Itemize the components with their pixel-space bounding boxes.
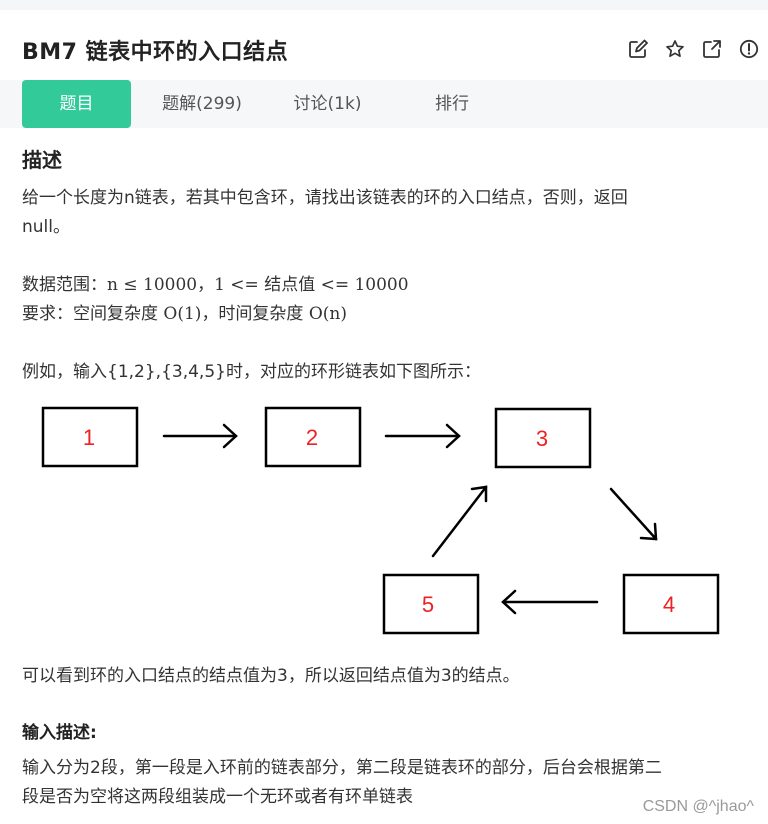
arrow-5-to-3 (431, 485, 488, 558)
description-heading: 描述 (22, 148, 62, 172)
toolbar-icons (612, 38, 760, 60)
problem-title: BM7 链表中环的入口结点 (22, 40, 289, 65)
node-2: 2 (264, 406, 362, 468)
arrow-4-to-5 (501, 589, 599, 615)
star-icon[interactable] (664, 38, 686, 60)
edit-icon[interactable] (627, 38, 649, 60)
node-5: 5 (382, 573, 480, 635)
tab-solutions[interactable]: 题解(299) (162, 94, 242, 114)
node-4-label: 4 (663, 592, 675, 617)
complexity-requirement: 要求：空间复杂度 O(1)，时间复杂度 O(n) (22, 300, 347, 329)
share-icon[interactable] (701, 38, 723, 60)
tab-discussion[interactable]: 讨论(1k) (293, 94, 362, 114)
data-range-label: 数据范围： (22, 275, 107, 295)
linked-list-diagram: 1 2 3 4 5 (22, 398, 752, 643)
arrow-2-to-3 (384, 423, 461, 449)
input-description-line-1: 输入分为2段，第一段是入环前的链表部分，第二段是链表环的部分，后台会根据第二 (22, 758, 662, 778)
space-complexity: O(1) (163, 304, 202, 324)
description-line-1: 给一个长度为n链表，若其中包含环，请找出该链表的环的入口结点，否则，返回 (22, 188, 628, 208)
data-range-math: n ≤ 10000，1 <= 结点值 <= 10000 (107, 275, 409, 295)
tab-ranking[interactable]: 排行 (435, 94, 469, 114)
top-strip (0, 0, 768, 10)
tab-problem[interactable]: 题目 (22, 80, 131, 128)
input-description-heading: 输入描述: (22, 723, 97, 743)
node-5-label: 5 (422, 592, 434, 617)
node-1: 1 (41, 406, 139, 468)
arrow-3-to-4 (609, 487, 658, 541)
node-4: 4 (622, 573, 720, 635)
data-range: 数据范围：n ≤ 10000，1 <= 结点值 <= 10000 (22, 271, 409, 300)
requirement-label: 要求：空间复杂度 (22, 304, 158, 324)
input-description-line-2: 段是否为空将这两段组装成一个无环或者有环单链表 (22, 787, 413, 807)
description-line-2: null。 (22, 217, 70, 237)
csdn-watermark: CSDN @^jhao^ (642, 798, 754, 815)
title-row: BM7 链表中环的入口结点 (0, 10, 768, 80)
requirement-mid: ，时间复杂度 (201, 304, 304, 324)
time-complexity: O(n) (308, 304, 347, 324)
conclusion-text: 可以看到环的入口结点的结点值为3，所以返回结点值为3的结点。 (22, 666, 520, 686)
node-2-label: 2 (306, 425, 318, 450)
node-3: 3 (494, 407, 592, 469)
example-text: 例如，输入{1,2},{3,4,5}时，对应的环形链表如下图所示： (22, 362, 481, 382)
node-3-label: 3 (536, 426, 548, 451)
tab-bar: 题目 题解(299) 讨论(1k) 排行 (0, 80, 768, 128)
node-1-label: 1 (83, 425, 95, 450)
arrow-1-to-2 (162, 423, 238, 449)
info-icon[interactable] (738, 38, 760, 60)
